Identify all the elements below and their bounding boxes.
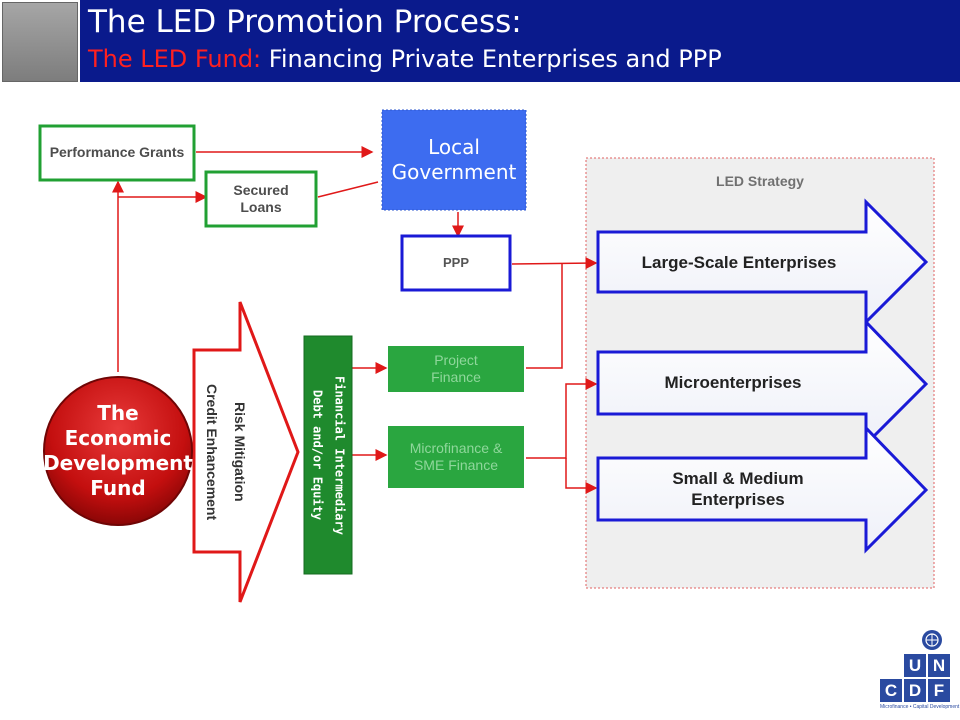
economic-fund-circle — [43, 376, 193, 526]
microenterprises-label: Microenterprises — [664, 373, 802, 393]
page-title: The LED Promotion Process: — [88, 4, 522, 40]
local-government-box — [381, 109, 527, 211]
logo-tagline: Microfinance • Capital Development — [880, 704, 960, 710]
led-strategy-title: LED Strategy — [716, 173, 804, 190]
connector-lines — [112, 146, 598, 494]
microfinance-label: Microfinance & SME Finance — [409, 439, 503, 474]
large-scale-label: Large-Scale Enterprises — [641, 253, 837, 273]
logo-letter-u: U — [904, 654, 926, 677]
subtitle-rest: Financing Private Enterprises and PPP — [268, 45, 722, 73]
risk-mitigation-arrow — [192, 301, 300, 603]
economic-fund-label: The Economic Development Fund — [43, 401, 193, 500]
sme-label: Small & Medium Enterprises — [672, 468, 804, 509]
logo-letter-f: F — [928, 679, 950, 702]
credit-enhancement-label: Credit Enhancement — [203, 383, 220, 521]
performance-grants-box — [38, 124, 196, 182]
logo-letter-n: N — [928, 654, 950, 677]
uncdf-logo: U N C D F Microfinance • Capital Develop… — [880, 628, 960, 712]
connector-project-to-large — [526, 264, 563, 369]
project-finance-box — [388, 346, 524, 392]
connector-micro-to-sme — [565, 458, 598, 494]
financial-intermediary-bar — [303, 335, 353, 575]
sme-arrow — [596, 424, 929, 554]
large-scale-arrow — [596, 198, 929, 326]
un-emblem-icon — [922, 630, 942, 650]
local-government-label: Local Government — [391, 135, 517, 184]
connector-loans-to-government — [317, 181, 379, 198]
connector-ppp-to-large — [511, 257, 598, 270]
project-finance-label: Project Finance — [431, 351, 481, 386]
logo-letter-d: D — [904, 679, 926, 702]
connector-micro-to-microenterprises — [526, 378, 598, 459]
secured-loans-box — [204, 170, 318, 228]
page-subtitle: The LED Fund: Financing Private Enterpri… — [88, 45, 722, 73]
subtitle-highlight: The LED Fund: — [88, 45, 262, 73]
logo-letter-c: C — [880, 679, 902, 702]
ppp-label: PPP — [442, 254, 469, 270]
secured-loans-label: Secured Loans — [233, 181, 289, 216]
risk-mitigation-label: Risk Mitigation — [231, 402, 248, 502]
title-bar — [0, 0, 960, 84]
header-navy-band — [80, 0, 960, 82]
financial-intermediary-label: Financial Intermediary — [332, 375, 347, 535]
microfinance-box — [388, 426, 524, 488]
ppp-box — [400, 234, 512, 292]
diagram-canvas — [38, 109, 935, 603]
microenterprises-arrow — [596, 318, 929, 448]
performance-grants-label: Performance Grants — [49, 144, 185, 161]
debt-equity-label: Debt and/or Equity — [310, 389, 325, 521]
header-grey-block — [2, 2, 78, 82]
